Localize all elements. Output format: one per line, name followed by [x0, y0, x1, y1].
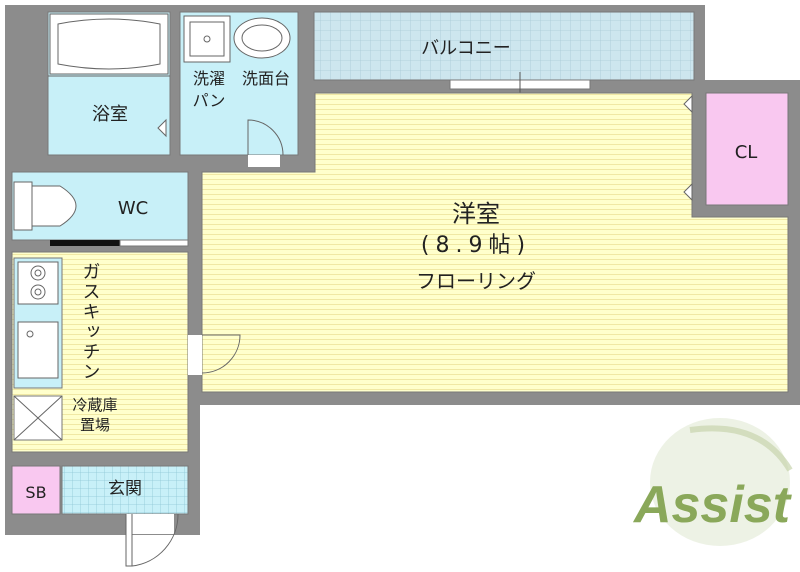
washbasin-label: 洗面台	[242, 69, 290, 88]
wc	[11, 171, 189, 247]
shoe-box-label: SB	[25, 483, 46, 502]
bath-label: 浴室	[92, 104, 128, 125]
kitchen	[11, 251, 189, 453]
fridge-label-2: 置場	[80, 416, 110, 434]
kitchen-label: ガスキッチン	[80, 262, 101, 382]
entrance-label: 玄関	[108, 479, 142, 499]
bathroom	[47, 11, 171, 156]
closet	[705, 92, 789, 206]
washroom	[179, 11, 299, 167]
logo-text: Assist	[632, 476, 793, 534]
western-room-label: 洋室	[452, 200, 500, 228]
washer-label: 洗濯	[193, 69, 225, 88]
entrance	[11, 465, 189, 567]
fridge-label-1: 冷蔵庫	[72, 396, 117, 414]
washer-label-2: パン	[193, 91, 226, 110]
balcony	[313, 11, 695, 100]
wc-label: WC	[118, 198, 148, 219]
western-room-size: (8.9帖)	[421, 233, 531, 258]
balcony-label: バルコニー	[421, 38, 511, 59]
flooring-label: フローリング	[416, 269, 536, 293]
assist-logo: Assist	[632, 418, 793, 546]
western-room	[188, 92, 789, 393]
closet-label: CL	[735, 142, 758, 163]
